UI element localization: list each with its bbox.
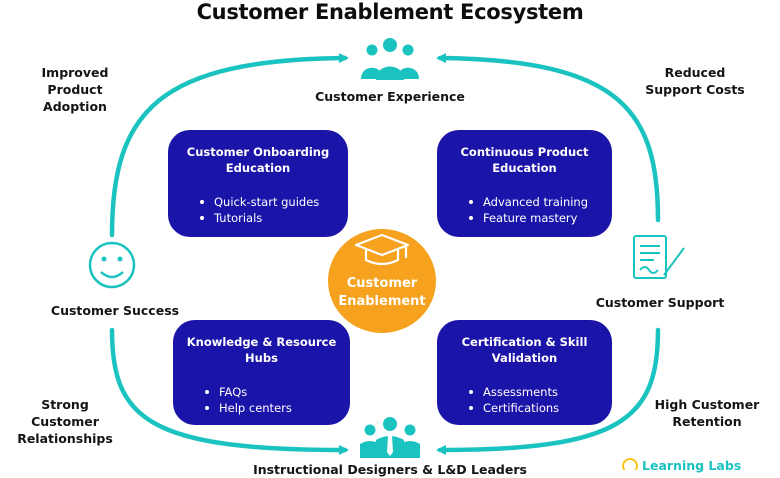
box-title-line: Validation [491, 351, 558, 365]
box-title-line: Knowledge & Resource [186, 335, 337, 349]
box-title: Continuous Product Education [437, 144, 612, 176]
box-title: Customer Onboarding Education [168, 144, 348, 176]
box-title: Knowledge & Resource Hubs [173, 334, 350, 366]
box-title: Certification & Skill Validation [437, 334, 612, 366]
outcome-reduced-costs: Reduced Support Costs [640, 64, 750, 98]
box-title-line: Hubs [245, 351, 278, 365]
arrow-left-to-bottom [109, 327, 349, 455]
node-customer-experience: Customer Experience [315, 89, 465, 104]
list-item: Help centers [205, 400, 350, 416]
arrow-left-to-top [109, 53, 349, 238]
outcome-improved-adoption: Improved Product Adoption [20, 64, 130, 115]
box-onboarding-education: Customer Onboarding Education Quick-star… [168, 130, 348, 237]
outcome-line: Strong [41, 397, 89, 412]
box-certification-validation: Certification & Skill Validation Assessm… [437, 320, 612, 425]
list-item: Tutorials [200, 210, 348, 226]
list-item: Feature mastery [469, 210, 612, 226]
box-title-line: Education [492, 161, 557, 175]
list-item: Quick-start guides [200, 194, 348, 210]
list-item: Assessments [469, 384, 612, 400]
box-list: Advanced training Feature mastery [437, 194, 612, 226]
outcome-line: Relationships [17, 431, 113, 446]
box-continuous-education: Continuous Product Education Advanced tr… [437, 130, 612, 237]
box-list: FAQs Help centers [173, 384, 350, 416]
outcome-line: Reduced [664, 65, 726, 80]
center-label-line: Enablement [338, 294, 426, 309]
box-knowledge-hubs: Knowledge & Resource Hubs FAQs Help cent… [173, 320, 350, 425]
box-title-line: Customer Onboarding [186, 145, 330, 159]
outcome-line: Support Costs [645, 82, 745, 97]
box-title-line: Continuous Product [460, 145, 589, 159]
list-item: FAQs [205, 384, 350, 400]
center-label: Customer Enablement [328, 275, 436, 311]
node-customer-support: Customer Support [595, 295, 725, 310]
arrow-right-to-bottom [436, 327, 661, 455]
box-list: Assessments Certifications [437, 384, 612, 416]
arrow-right-to-top [436, 53, 661, 223]
box-title-line: Certification & Skill [461, 335, 588, 349]
list-item: Certifications [469, 400, 612, 416]
outcome-high-retention: High Customer Retention [652, 396, 762, 430]
outcome-line: High Customer [654, 397, 760, 412]
brand-name: Learning Labs [642, 458, 742, 473]
list-item: Advanced training [469, 194, 612, 210]
node-customer-success: Customer Success [50, 303, 180, 318]
outcome-line: Improved [41, 65, 109, 80]
center-label-line: Customer [346, 276, 418, 291]
outcome-line: Product Adoption [43, 82, 107, 114]
outcome-line: Retention [672, 414, 742, 429]
box-title-line: Education [225, 161, 291, 175]
box-list: Quick-start guides Tutorials [168, 194, 348, 226]
page-title: Customer Enablement Ecosystem [196, 0, 584, 24]
outcome-line: Customer [31, 414, 99, 429]
outcome-strong-relationships: Strong Customer Relationships [10, 396, 120, 447]
